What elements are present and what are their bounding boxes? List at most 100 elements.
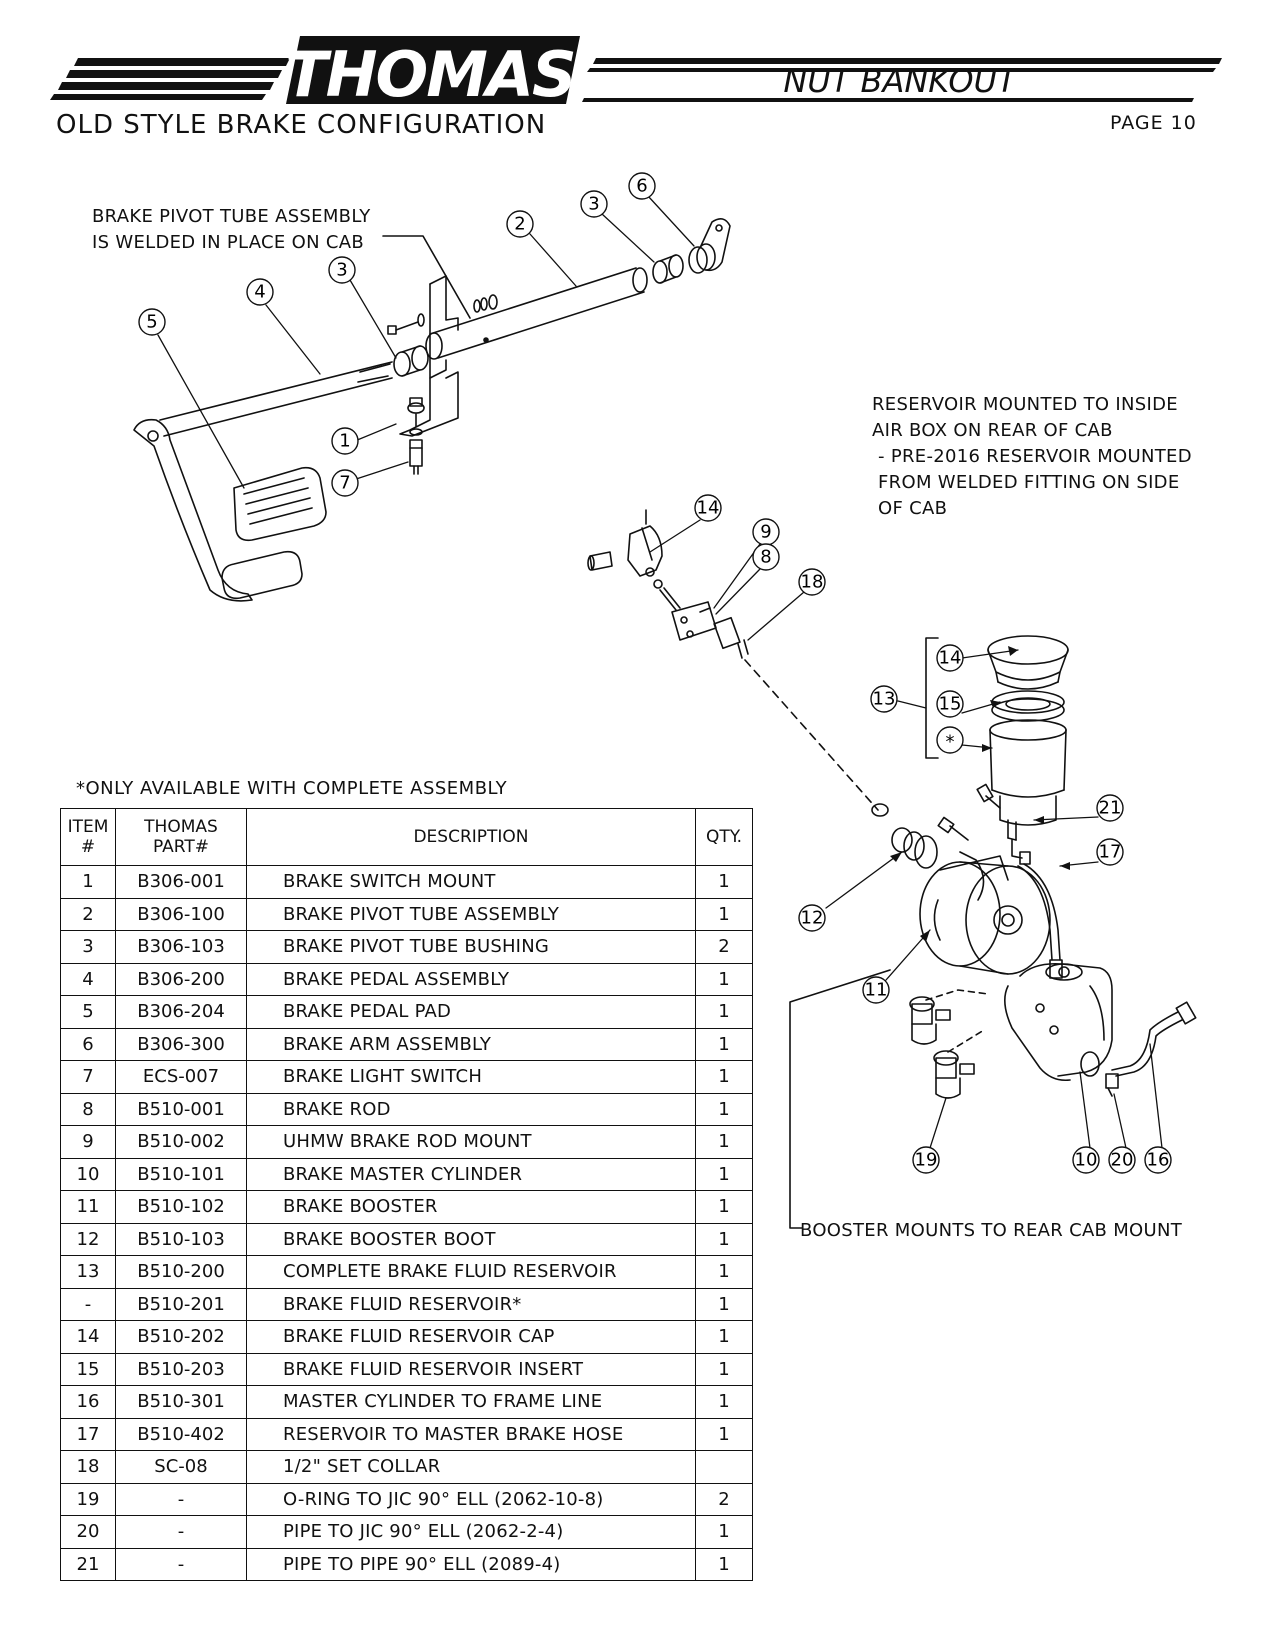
- cell-part: B510-201: [115, 1287, 247, 1321]
- mount-bracket: [399, 275, 459, 437]
- cell-qty: 2: [695, 930, 753, 964]
- svg-text:3: 3: [336, 260, 347, 281]
- cell-item: 16: [60, 1385, 116, 1419]
- cell-part: -: [115, 1515, 247, 1549]
- cell-part: -: [115, 1547, 247, 1581]
- cell-description: BRAKE ROD: [246, 1092, 696, 1126]
- pedal-arm: [133, 418, 253, 602]
- master-cylinder: [1004, 962, 1113, 1082]
- header-stripes-right: [582, 58, 1222, 102]
- frame-line: [1111, 1001, 1197, 1077]
- callout-13: 13: [870, 685, 898, 713]
- reservoir-insert: [991, 690, 1065, 722]
- cell-description: BRAKE FLUID RESERVOIR CAP: [246, 1320, 696, 1354]
- cell-description: BRAKE PEDAL ASSEMBLY: [246, 962, 696, 996]
- brand-logo-block: [286, 36, 580, 104]
- svg-text:4: 4: [254, 282, 265, 303]
- cell-part: ECS-007: [115, 1060, 247, 1094]
- cell-qty: 1: [695, 1287, 753, 1321]
- callout-21: 21: [1096, 794, 1124, 822]
- cell-qty: 1: [695, 1027, 753, 1061]
- callout-17: 17: [1096, 838, 1124, 866]
- svg-text:16: 16: [1147, 1150, 1170, 1171]
- cell-qty: 2: [695, 1482, 753, 1516]
- cell-item: 20: [60, 1515, 116, 1549]
- callout-18: 18: [798, 568, 826, 596]
- callout-9: 9: [752, 518, 780, 546]
- callout-16: 16: [1144, 1146, 1172, 1174]
- cell-description: BRAKE BOOSTER: [246, 1190, 696, 1224]
- reservoir-group-bracket: [925, 637, 939, 759]
- cell-item: -: [60, 1287, 116, 1321]
- callout-3-right: 3: [580, 190, 608, 218]
- pedal-pad-lower: [221, 550, 303, 600]
- cell-qty: 1: [695, 865, 753, 899]
- svg-text:18: 18: [801, 572, 824, 593]
- callout-8: 8: [752, 543, 780, 571]
- cell-item: 15: [60, 1352, 116, 1386]
- cell-qty: [695, 1450, 753, 1484]
- cell-item: 19: [60, 1482, 116, 1516]
- svg-text:10: 10: [1075, 1150, 1098, 1171]
- cell-qty: 1: [695, 1060, 753, 1094]
- cell-part: B306-001: [115, 865, 247, 899]
- cell-qty: 1: [695, 1352, 753, 1386]
- svg-text:14: 14: [939, 648, 962, 669]
- cell-part: B510-402: [115, 1417, 247, 1451]
- callout-6: 6: [628, 172, 656, 200]
- cell-item: 11: [60, 1190, 116, 1224]
- fitting-dash: [925, 989, 989, 1001]
- cell-qty: 1: [695, 1255, 753, 1289]
- bushing-left: [393, 345, 429, 377]
- cell-part: B306-300: [115, 1027, 247, 1061]
- cell-item: 18: [60, 1450, 116, 1484]
- cell-item: 7: [60, 1060, 116, 1094]
- callout-2: 2: [506, 210, 534, 238]
- cell-description: PIPE TO PIPE 90° ELL (2089-4): [246, 1547, 696, 1581]
- cell-qty: 1: [695, 1515, 753, 1549]
- leader-arrowheads: [890, 646, 1070, 942]
- brake-booster: [919, 851, 1051, 975]
- svg-text:9: 9: [760, 522, 771, 543]
- brand-logo: THOMAS: [285, 38, 574, 111]
- cell-item: 2: [60, 897, 116, 931]
- header-description: DESCRIPTION: [246, 808, 696, 866]
- cell-description: BRAKE SWITCH MOUNT: [246, 865, 696, 899]
- callout-5: 5: [138, 308, 166, 336]
- cell-item: 13: [60, 1255, 116, 1289]
- callout-15: 15: [936, 690, 964, 718]
- cell-part: -: [115, 1482, 247, 1516]
- pivot-note-leader: [382, 235, 471, 319]
- svg-text:3: 3: [588, 194, 599, 215]
- booster-boot: [871, 803, 969, 869]
- cell-qty: 1: [695, 1547, 753, 1581]
- table-row: 20-PIPE TO JIC 90° ELL (2062-2-4)1: [60, 1515, 753, 1549]
- pedal-pad-raised: [233, 466, 327, 542]
- callout-12: 12: [798, 904, 826, 932]
- cell-part: B510-001: [115, 1092, 247, 1126]
- cell-qty: 1: [695, 1320, 753, 1354]
- note-pivot-tube: BRAKE PIVOT TUBE ASSEMBLY IS WELDED IN P…: [92, 206, 371, 253]
- callout-star: *: [936, 726, 964, 754]
- cell-item: 17: [60, 1417, 116, 1451]
- exploded-parts-diagram: 1 7 2 3 3 4 5 6 14 9 8 18 14 13 15 * 21 …: [133, 172, 1197, 1229]
- table-row: 21-PIPE TO PIPE 90° ELL (2089-4)1: [60, 1547, 753, 1581]
- cell-item: 10: [60, 1157, 116, 1191]
- cell-item: 6: [60, 1027, 116, 1061]
- cell-description: UHMW BRAKE ROD MOUNT: [246, 1125, 696, 1159]
- svg-text:11: 11: [865, 980, 888, 1001]
- cell-description: BRAKE LIGHT SWITCH: [246, 1060, 696, 1094]
